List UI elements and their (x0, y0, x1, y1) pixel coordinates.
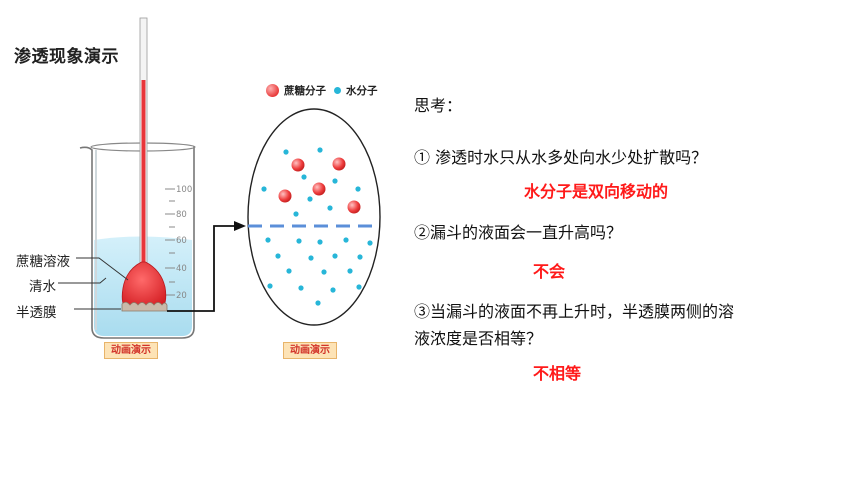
thinking-heading: 思考： (414, 96, 463, 115)
answer-3: 不相等 (533, 364, 582, 383)
slide-title: 渗透现象演示 (14, 47, 119, 67)
question-3-line-1: ③当漏斗的液面不再上升时，半透膜两侧的溶 (414, 302, 735, 321)
tube-liquid (141, 80, 146, 266)
molecule-legend: 蔗糖分子 水分子 (266, 81, 378, 99)
beaker-glass (79, 146, 195, 339)
sugar-molecule (312, 182, 326, 196)
sugar-molecule (332, 157, 346, 171)
connector-arrowhead (234, 221, 246, 231)
scale-tick-label: 100 (176, 185, 192, 195)
scale-tick-label: 80 (176, 210, 187, 220)
answer-2: 不会 (533, 262, 566, 281)
sugar-molecules (278, 157, 361, 214)
label-sucrose-solution: 蔗糖溶液 (16, 254, 70, 270)
water-molecule-icon (334, 86, 341, 94)
scale-tick-label: 20 (176, 291, 187, 301)
legend-water-label: 水分子 (346, 84, 378, 97)
water-molecules (261, 147, 373, 306)
question-1: ① 渗透时水只从水多处向水少处扩散吗？ (414, 148, 708, 167)
sugar-molecule (291, 158, 305, 172)
label-water: 清水 (29, 279, 56, 295)
connector-line (167, 225, 234, 312)
magnifier-ellipse (247, 108, 381, 326)
sugar-molecule (347, 200, 361, 214)
magnifier-demo-button[interactable]: 动画演示 (283, 342, 337, 359)
question-2: ②漏斗的液面会一直升高吗？ (414, 223, 623, 242)
sugar-molecule (278, 189, 292, 203)
label-membrane: 半透膜 (16, 305, 57, 321)
sugar-molecule-icon (266, 83, 279, 97)
beaker-demo-button[interactable]: 动画演示 (104, 342, 158, 359)
scale-tick-label: 40 (176, 264, 187, 274)
beaker-scale (165, 188, 175, 296)
question-3-line-2: 液浓度是否相等？ (414, 329, 543, 348)
semipermeable-membrane (121, 301, 168, 312)
scale-tick-label: 60 (176, 236, 187, 246)
answer-1: 水分子是双向移动的 (524, 182, 669, 201)
legend-sugar-label: 蔗糖分子 (284, 84, 326, 97)
